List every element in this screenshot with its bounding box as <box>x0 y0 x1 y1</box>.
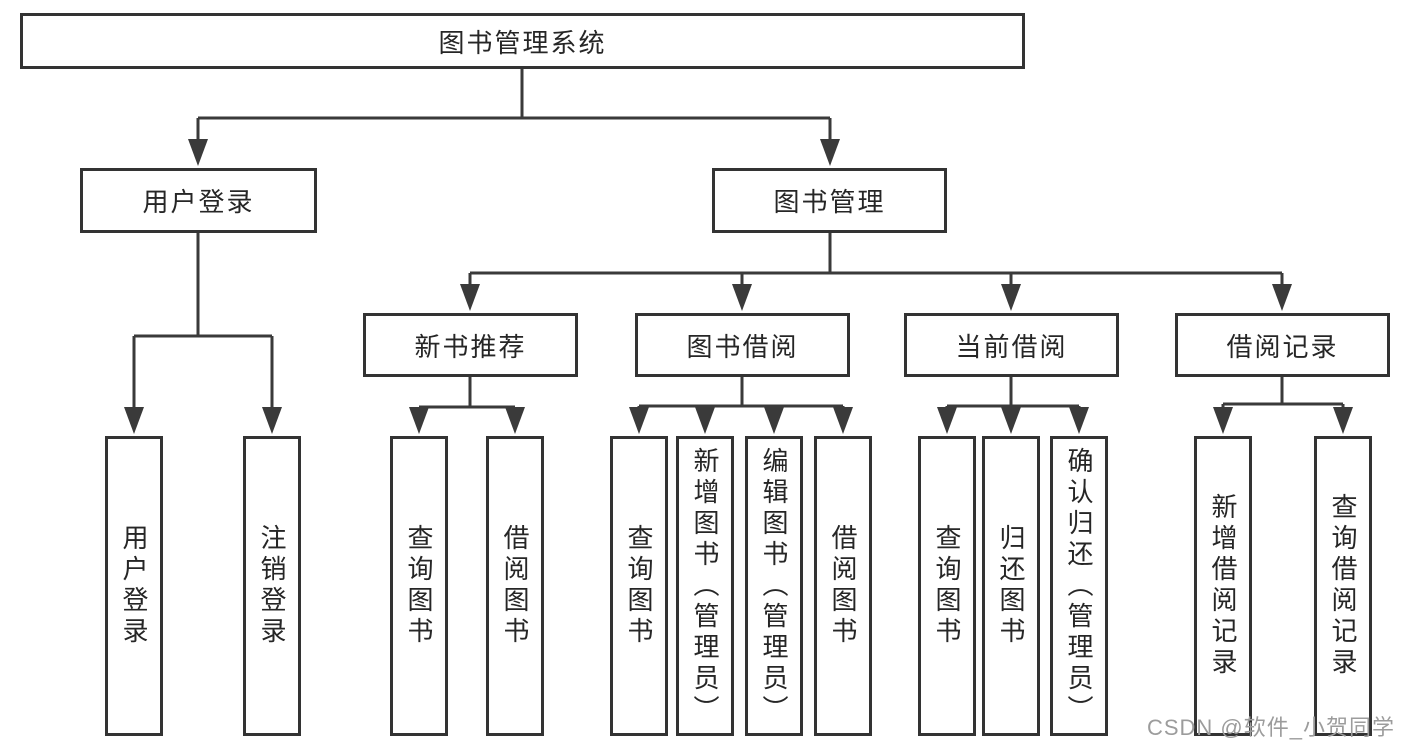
arrow-down-icon <box>695 407 715 434</box>
node-label: 当前借阅 <box>955 331 1068 362</box>
connector-current-borrow-children <box>945 375 1081 410</box>
leaf-edit-books-admin: 编辑图书（管理员） <box>745 436 803 736</box>
arrow-down-icon <box>1001 284 1021 311</box>
connector-user-login-children <box>132 231 274 410</box>
node-label: 确认归还（管理员） <box>1064 446 1094 726</box>
node-label: 用户登录 <box>119 524 149 648</box>
leaf-logout: 注销登录 <box>243 436 301 736</box>
node-book-borrow: 图书借阅 <box>635 313 850 377</box>
arrow-down-icon <box>262 407 282 434</box>
arrow-down-icon <box>124 407 144 434</box>
arrow-down-icon <box>1333 407 1353 434</box>
leaf-return-books: 归还图书 <box>982 436 1040 736</box>
node-label: 借阅图书 <box>828 524 858 648</box>
arrow-down-icon <box>460 284 480 311</box>
arrow-down-icon <box>833 407 853 434</box>
node-label: 编辑图书（管理员） <box>759 446 789 726</box>
leaf-confirm-return-admin: 确认归还（管理员） <box>1050 436 1108 736</box>
leaf-query-books-recommend: 查询图书 <box>390 436 448 736</box>
node-book-management: 图书管理 <box>712 168 947 233</box>
arrow-down-icon <box>629 407 649 434</box>
arrow-down-icon <box>732 284 752 311</box>
node-library-system: 图书管理系统 <box>20 13 1025 69</box>
connector-root-to-level2 <box>196 67 832 141</box>
node-label: 新书推荐 <box>414 331 527 362</box>
arrow-down-icon <box>1069 407 1089 434</box>
watermark-text: CSDN @软件_小贺同学 <box>1146 715 1395 740</box>
node-label: 图书管理系统 <box>438 27 607 58</box>
arrow-down-icon <box>505 407 525 434</box>
node-label: 查询图书 <box>624 524 654 648</box>
arrow-down-icon <box>1272 284 1292 311</box>
node-label: 借阅记录 <box>1226 331 1339 362</box>
arrow-down-icon <box>1001 407 1021 434</box>
node-label: 借阅图书 <box>500 524 530 648</box>
node-label: 注销登录 <box>257 524 287 648</box>
arrow-down-icon <box>1213 407 1233 434</box>
leaf-borrow-books: 借阅图书 <box>814 436 872 736</box>
connector-borrow-record-children <box>1221 375 1345 410</box>
leaf-borrow-books-recommend: 借阅图书 <box>486 436 544 736</box>
node-label: 查询图书 <box>404 524 434 648</box>
node-new-book-recommend: 新书推荐 <box>363 313 578 377</box>
connector-book-borrow-children <box>637 375 845 410</box>
connector-book-management-children <box>468 231 1284 287</box>
node-user-login: 用户登录 <box>80 168 317 233</box>
arrowheads <box>124 139 1353 434</box>
arrow-down-icon <box>937 407 957 434</box>
leaf-user-login: 用户登录 <box>105 436 163 736</box>
leaf-add-books-admin: 新增图书（管理员） <box>676 436 734 736</box>
leaf-query-books-borrow: 查询图书 <box>610 436 668 736</box>
node-current-borrow: 当前借阅 <box>904 313 1119 377</box>
leaf-query-borrow-record: 查询借阅记录 <box>1314 436 1372 736</box>
node-label: 图书借阅 <box>686 331 799 362</box>
node-label: 用户登录 <box>142 187 255 217</box>
node-label: 图书管理 <box>773 187 886 217</box>
arrow-down-icon <box>820 139 840 166</box>
node-label: 归还图书 <box>996 524 1026 648</box>
node-label: 查询借阅记录 <box>1328 493 1358 679</box>
arrow-down-icon <box>188 139 208 166</box>
node-label: 新增借阅记录 <box>1208 493 1238 679</box>
connector-new-book-children <box>417 375 517 410</box>
node-label: 查询图书 <box>932 524 962 648</box>
node-borrow-records: 借阅记录 <box>1175 313 1390 377</box>
leaf-add-borrow-record: 新增借阅记录 <box>1194 436 1252 736</box>
arrow-down-icon <box>409 407 429 434</box>
leaf-query-books-current: 查询图书 <box>918 436 976 736</box>
arrow-down-icon <box>764 407 784 434</box>
node-label: 新增图书（管理员） <box>690 446 720 726</box>
